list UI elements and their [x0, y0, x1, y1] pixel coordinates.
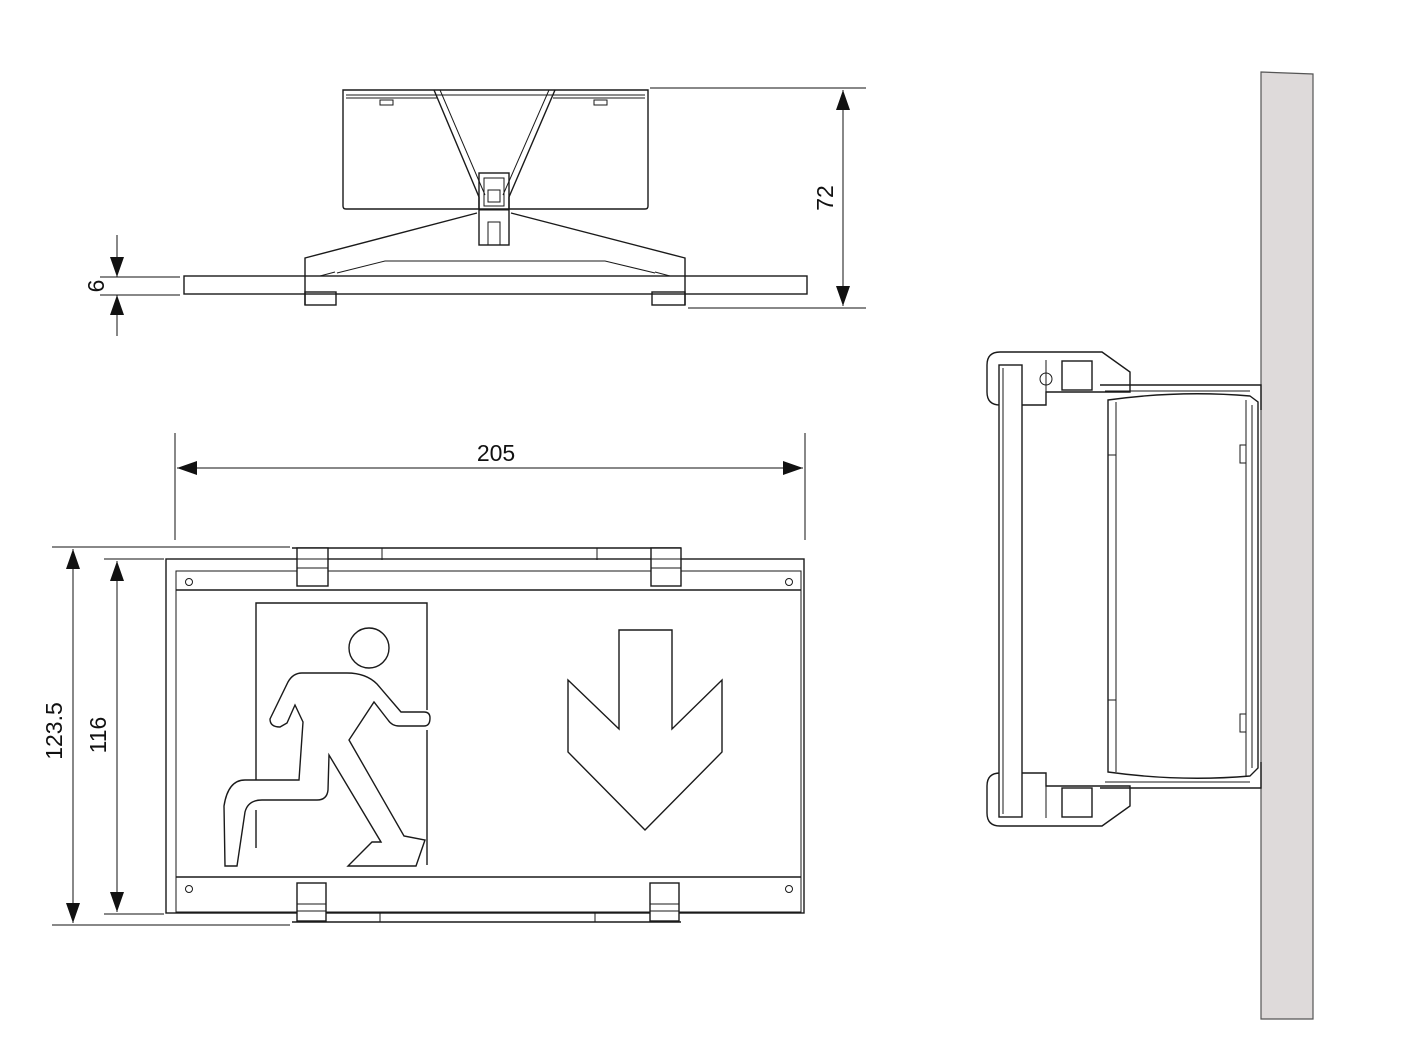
dimension-depth: 72: [650, 87, 866, 309]
dimension-width: 205: [174, 433, 806, 540]
dimension-width-label: 205: [477, 440, 515, 466]
wall: [1260, 71, 1314, 1020]
dimension-overall-height-label: 123.5: [41, 702, 67, 760]
running-man-icon: [223, 602, 431, 867]
dimension-thickness: 6: [83, 235, 180, 336]
dimension-panel-height: 116: [85, 558, 164, 915]
top-view: [183, 89, 808, 306]
front-view: [165, 547, 805, 923]
dimension-overall-height: 123.5: [41, 546, 290, 926]
dimension-depth-label: 72: [812, 185, 838, 211]
dimension-thickness-label: 6: [83, 280, 109, 293]
dimension-panel-height-label: 116: [85, 717, 111, 754]
arrow-down-icon: [567, 629, 723, 831]
side-view: [986, 71, 1314, 1020]
